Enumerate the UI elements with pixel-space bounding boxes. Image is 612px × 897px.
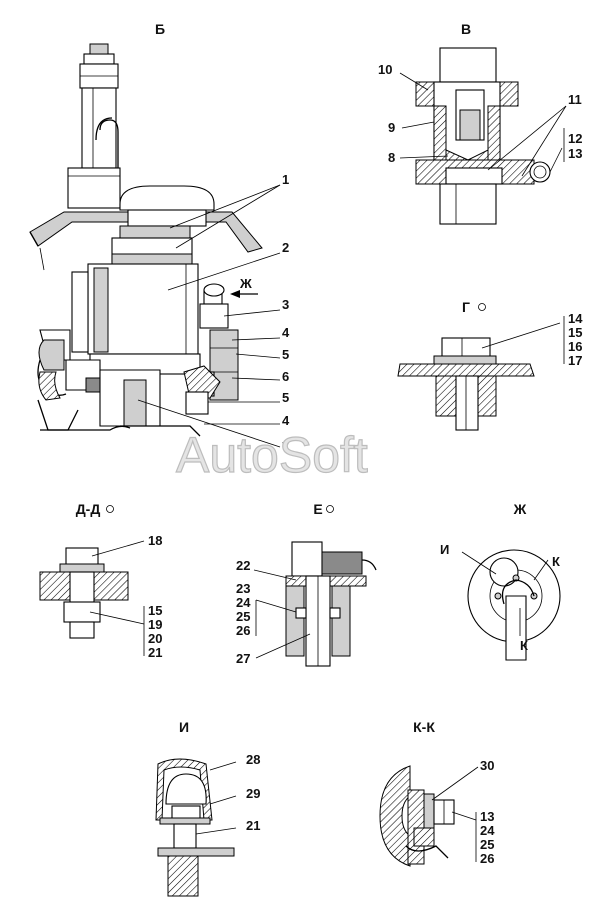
callout-4b: 4 xyxy=(282,413,290,428)
detail-mark-k-bottom: К xyxy=(520,638,528,653)
callout-8: 8 xyxy=(388,150,395,165)
callout-13-kk: 13 xyxy=(480,809,494,824)
callout-15-dd: 15 xyxy=(148,603,162,618)
callout-15-g: 15 xyxy=(568,325,582,340)
view-e: Е 22 23 24 25 26 27 xyxy=(236,501,377,667)
callout-19: 19 xyxy=(148,617,162,632)
callout-26-kk: 26 xyxy=(480,851,494,866)
callout-7: 7 xyxy=(282,439,289,454)
view-v: В 10 9 8 11 12 13 xyxy=(378,21,582,225)
view-title-e: Е xyxy=(313,501,322,517)
callout-12: 12 xyxy=(568,131,582,146)
callout-29: 29 xyxy=(246,786,260,801)
view-kk: К-К 30 13 24 25 26 xyxy=(379,719,495,867)
view-title-kk: К-К xyxy=(413,719,435,735)
callout-4: 4 xyxy=(282,325,290,340)
callout-30: 30 xyxy=(480,758,494,773)
watermark: AutoSoft xyxy=(176,427,368,483)
callout-14: 14 xyxy=(568,311,583,326)
callout-28: 28 xyxy=(246,752,260,767)
view-g: Г 14 15 16 17 xyxy=(397,299,583,431)
callout-10: 10 xyxy=(378,62,392,77)
exhaust-pipe xyxy=(67,43,121,209)
arrow-label: Ж xyxy=(239,276,252,291)
view-title-g: Г xyxy=(462,299,470,315)
callouts-b: 1 2 3 4 5 6 5 4 7 xyxy=(282,172,290,454)
view-zh: Ж И К К xyxy=(440,501,561,661)
callout-18: 18 xyxy=(148,533,162,548)
view-b: Б xyxy=(29,21,290,454)
detail-mark-i: И xyxy=(440,542,449,557)
callout-26-e: 26 xyxy=(236,623,250,638)
callout-5b: 5 xyxy=(282,390,289,405)
callout-11: 11 xyxy=(568,92,582,107)
callout-23: 23 xyxy=(236,581,250,596)
callout-16: 16 xyxy=(568,339,582,354)
callout-24-kk: 24 xyxy=(480,823,495,838)
callout-24-e: 24 xyxy=(236,595,251,610)
air-cleaner xyxy=(111,185,215,267)
view-title-i: И xyxy=(179,719,189,735)
callout-6: 6 xyxy=(282,369,289,384)
callout-2: 2 xyxy=(282,240,289,255)
callout-25-kk: 25 xyxy=(480,837,494,852)
view-i: И 28 29 21 xyxy=(155,719,260,897)
callout-22: 22 xyxy=(236,558,250,573)
callout-17: 17 xyxy=(568,353,582,368)
callout-13: 13 xyxy=(568,146,582,161)
view-title-zh: Ж xyxy=(513,501,527,517)
callout-27: 27 xyxy=(236,651,250,666)
view-dd: Д-Д 18 15 19 20 21 xyxy=(39,501,162,660)
view-title-v: В xyxy=(461,21,471,37)
callout-21-i: 21 xyxy=(246,818,260,833)
callout-1: 1 xyxy=(282,172,289,187)
view-title-b: Б xyxy=(155,21,165,37)
callout-5: 5 xyxy=(282,347,289,362)
detail-mark-k-top: К xyxy=(552,554,560,569)
view-title-dd: Д-Д xyxy=(76,501,101,517)
callout-25-e: 25 xyxy=(236,609,250,624)
engine-lower xyxy=(37,329,221,437)
view-direction-arrow: Ж xyxy=(230,276,258,298)
callout-20: 20 xyxy=(148,631,162,646)
callout-3: 3 xyxy=(282,297,289,312)
cylinder-body xyxy=(71,263,201,375)
leader-lines-b xyxy=(137,184,281,448)
callout-21: 21 xyxy=(148,645,162,660)
callout-9: 9 xyxy=(388,120,395,135)
